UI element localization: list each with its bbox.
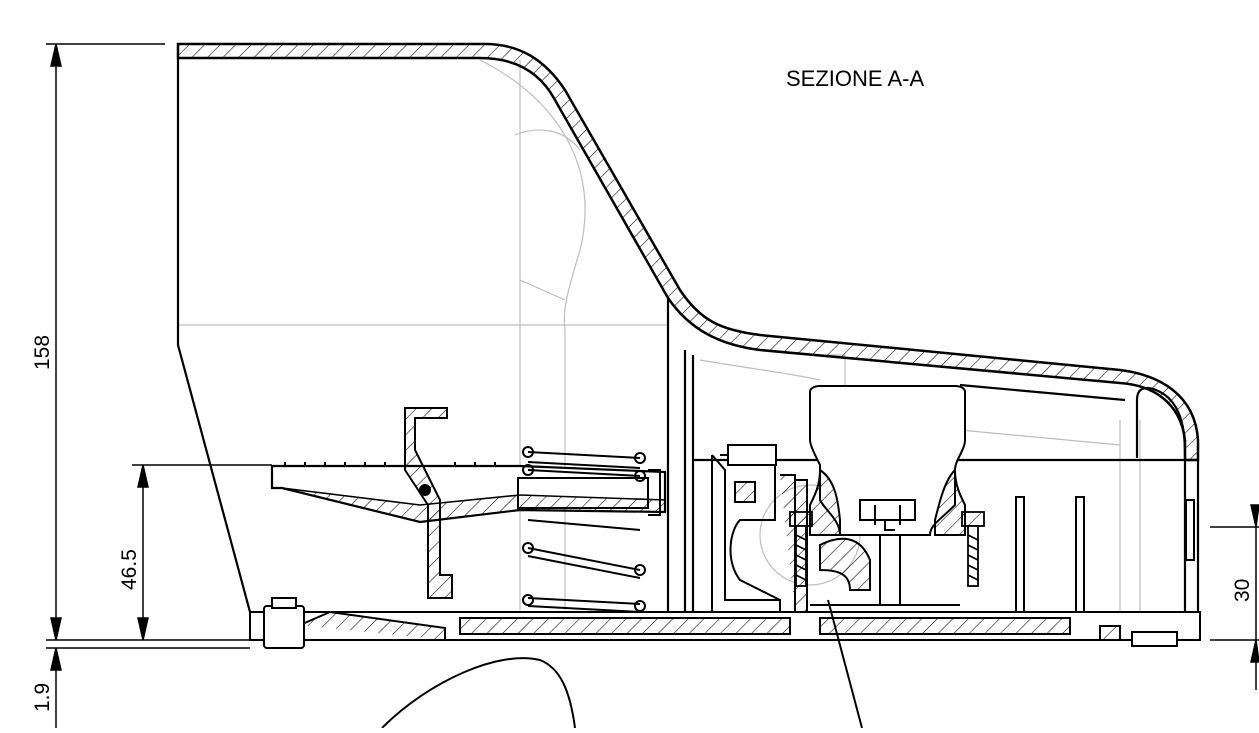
terminal-bracket [711,444,808,613]
housing-outline [176,58,1200,640]
dim-pedal-height: 46.5 [118,549,141,590]
leader-and-arc [381,599,863,729]
cover-shell [176,42,1200,462]
dim-base-offset: 1.9 [31,683,54,712]
base-plates [249,597,1201,649]
switch-assembly [809,385,966,606]
dim-overall-height: 158 [31,335,54,370]
dimension-lines [46,43,1259,728]
dim-right-height: 30 [1231,579,1254,602]
latch-hook [404,407,453,599]
internal-ribs [1015,496,1195,613]
section-title: SEZIONE A-A [786,66,924,91]
pedal-lever [270,462,667,524]
springs [517,446,661,613]
hidden-lines [178,59,1141,612]
